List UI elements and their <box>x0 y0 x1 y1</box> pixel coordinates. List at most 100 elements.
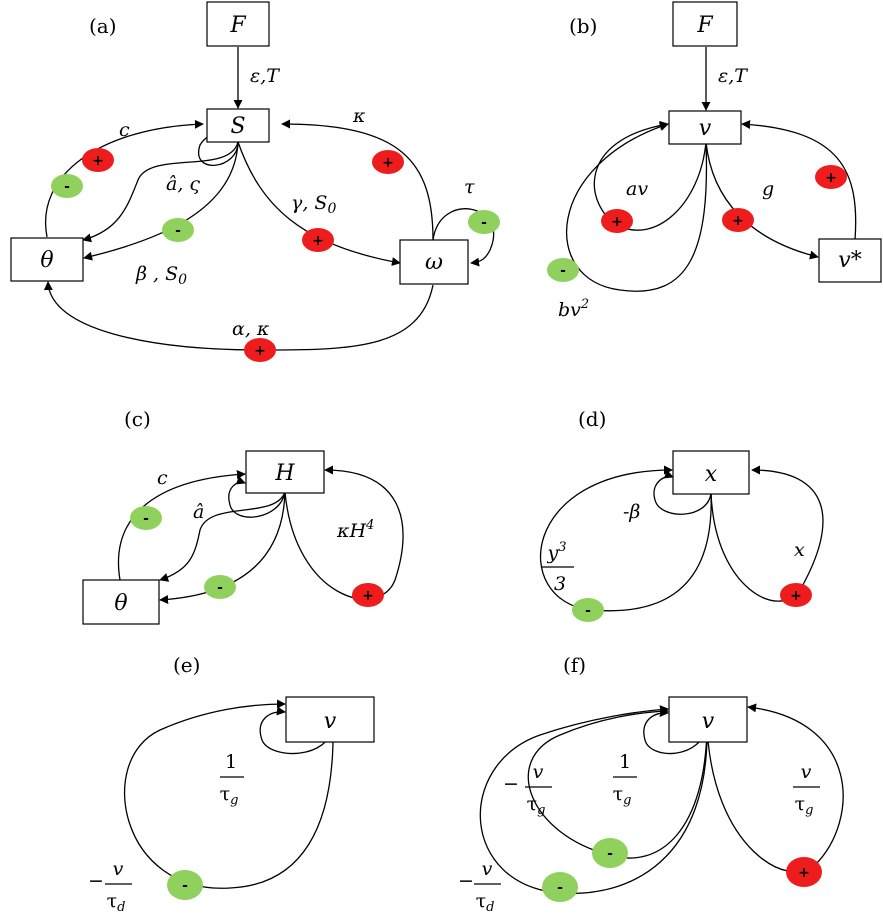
svg-text:+: + <box>825 170 837 186</box>
label-minus-v-over-tau-d-f: − v τd <box>458 858 501 915</box>
svg-text:v: v <box>801 761 812 783</box>
svg-text:-: - <box>557 880 563 896</box>
svg-text:3: 3 <box>554 573 566 595</box>
panel-f: (f) v 1 τg − v τg v τg − v τd - <box>458 653 844 915</box>
node-F-b <box>672 1 738 47</box>
node-H <box>245 450 325 494</box>
edge-S-theta-beta <box>83 141 239 261</box>
svg-text:−: − <box>503 773 519 795</box>
minus-badge: - <box>167 870 203 900</box>
label-eps-T-a: ε,T <box>250 65 280 87</box>
label-bv2: bv2 <box>558 297 589 321</box>
self-loop-v-f <box>643 708 708 755</box>
label-gamma-S0: γ, S0 <box>291 192 336 217</box>
node-v-e-label: v <box>324 709 337 734</box>
node-F-a-label: F <box>229 13 246 38</box>
svg-text:−: − <box>458 870 474 892</box>
edge-S-theta-a <box>82 141 239 243</box>
label-minus-v-over-tau-d-e: − v τd <box>88 858 132 915</box>
node-v-b <box>668 110 742 145</box>
panel-d-label: (d) <box>578 407 606 431</box>
label-g: g <box>762 178 774 200</box>
node-S <box>206 108 270 143</box>
svg-text:+: + <box>382 155 394 171</box>
self-loop-v-e <box>259 706 334 755</box>
panel-b-label: (b) <box>569 14 597 38</box>
svg-text:τg: τg <box>527 793 546 818</box>
svg-text:v: v <box>482 858 493 880</box>
self-loop-omega <box>432 208 495 267</box>
label-a-hat: â <box>193 501 204 523</box>
node-omega <box>399 239 469 285</box>
svg-text:-: - <box>143 511 149 527</box>
node-theta-a-label: θ <box>40 248 53 273</box>
label-alpha-kappa: α, κ <box>232 318 270 340</box>
plus-badge: + <box>372 150 404 174</box>
svg-text:-: - <box>175 223 181 239</box>
minus-badge: - <box>162 218 194 242</box>
edge-kH4 <box>284 465 404 600</box>
svg-text:-: - <box>64 179 70 195</box>
node-v-e <box>285 696 375 743</box>
label-eps-T-b: ε,T <box>718 65 748 87</box>
minus-badge: - <box>51 174 83 198</box>
label-c-a: c <box>119 119 130 141</box>
edge-omega-S <box>281 119 434 241</box>
svg-text:-: - <box>585 603 591 619</box>
label-beta-S0: β , S0 <box>135 263 187 288</box>
svg-text:1: 1 <box>225 751 237 773</box>
svg-text:-: - <box>182 878 188 894</box>
edge-bv2 <box>565 122 708 292</box>
plus-badge: + <box>244 338 276 362</box>
svg-text:+: + <box>790 588 802 604</box>
panel-d: (d) x -β x y3 3 - + <box>539 407 824 622</box>
label-a-sigma: â, ς <box>166 173 200 195</box>
minus-badge: - <box>572 598 604 622</box>
plus-badge: + <box>780 583 812 607</box>
node-v-f <box>668 696 748 743</box>
svg-text:1: 1 <box>619 751 631 773</box>
svg-text:-: - <box>607 846 613 862</box>
panel-a-label: (a) <box>89 14 117 38</box>
svg-text:+: + <box>92 153 104 169</box>
panel-c-label: (c) <box>124 407 151 431</box>
label-y3-over-3: y3 3 <box>542 540 574 595</box>
svg-text:v: v <box>533 761 544 783</box>
label-one-over-tau-g-f: 1 τg <box>613 751 637 808</box>
node-omega-label: ω <box>425 250 443 275</box>
node-vstar-label: v* <box>838 248 861 273</box>
edge-theta-S <box>44 119 204 238</box>
edge-v-tau-g-minus <box>527 706 708 859</box>
label-beta-d: -β <box>623 501 640 523</box>
svg-text:-: - <box>560 263 566 279</box>
minus-badge: - <box>130 506 162 530</box>
svg-text:+: + <box>312 233 324 249</box>
label-kH4: κH4 <box>336 518 374 542</box>
svg-text:τg: τg <box>220 783 239 808</box>
panel-e-label: (e) <box>173 653 200 677</box>
svg-text:τd: τd <box>476 890 495 915</box>
edge-vstar-v <box>741 120 857 241</box>
node-theta-a <box>10 237 84 282</box>
label-kappa-a: κ <box>352 105 366 127</box>
svg-text:+: + <box>732 213 744 229</box>
label-x-d: x <box>794 539 805 561</box>
panel-f-label: (f) <box>563 653 586 677</box>
node-vstar <box>818 238 882 283</box>
edge-H-theta-minus <box>159 491 286 604</box>
node-F-a <box>206 1 270 47</box>
svg-text:v: v <box>113 858 124 880</box>
label-one-over-tau-g-e: 1 τg <box>220 751 244 808</box>
panel-a: (a) F S θ ω ε,T c κ â, ς γ, S0 β , S0 τ … <box>10 1 500 362</box>
svg-text:τd: τd <box>107 890 126 915</box>
label-av: av <box>626 178 648 200</box>
svg-text:−: − <box>88 870 104 892</box>
node-S-label: S <box>230 114 245 139</box>
plus-badge: + <box>82 148 114 172</box>
svg-text:-: - <box>481 215 487 231</box>
panel-e: (e) v 1 τg − v τd - <box>88 653 375 915</box>
edge-v-tau-d-minus <box>479 705 708 895</box>
node-x <box>672 450 750 495</box>
node-v-b-label: v <box>699 116 712 141</box>
node-F-b-label: F <box>696 13 713 38</box>
